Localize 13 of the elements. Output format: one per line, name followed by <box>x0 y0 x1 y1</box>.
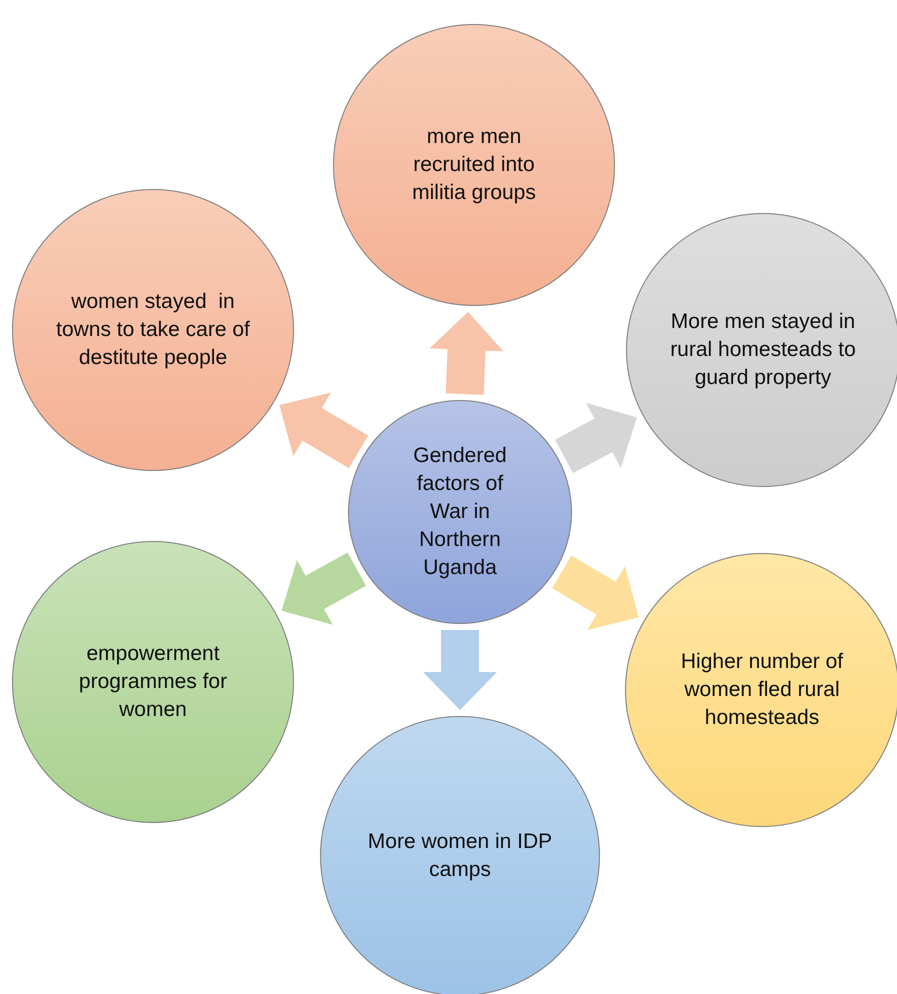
circle-label: Gendered factors of War in Northern Uganda <box>412 443 508 581</box>
block-arrow <box>430 312 504 395</box>
circle-label: women stayed in towns to take care of destitute people <box>55 289 251 371</box>
block-arrow <box>423 630 497 710</box>
circle-label: More women in IDP camps <box>366 829 554 883</box>
circle-label: More men stayed in rural homesteads to guard property <box>669 309 857 391</box>
block-arrow <box>279 392 368 468</box>
circle-label: Higher number of women fled rural homesteads <box>680 649 844 731</box>
circle-label: more men recruited into militia groups <box>411 124 537 206</box>
block-arrow <box>555 402 637 474</box>
circle-label: empowerment programmes for women <box>78 641 228 723</box>
block-arrow <box>282 552 366 625</box>
block-arrow <box>552 556 639 630</box>
